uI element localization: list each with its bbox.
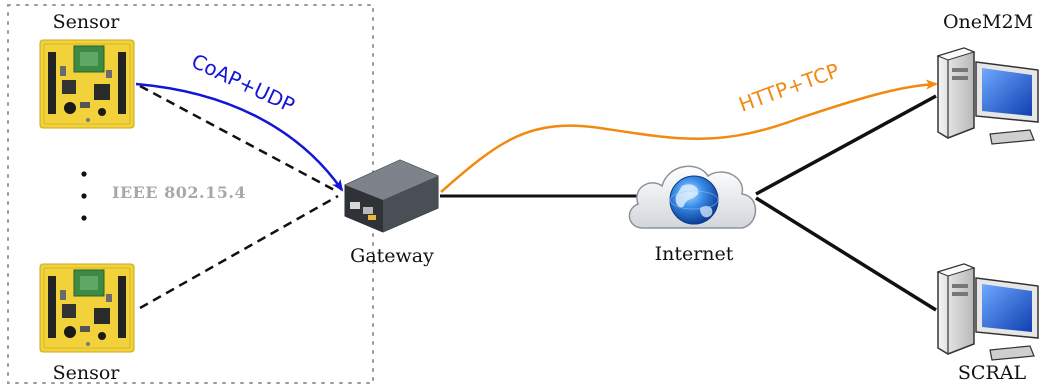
- coap-arrow: [135, 82, 344, 192]
- http-label: HTTP+TCP: [736, 58, 843, 116]
- http-arrow: [440, 79, 938, 193]
- server-computer-icon: [936, 47, 1039, 145]
- gateway-label: Gateway: [350, 245, 434, 267]
- internet-label: Internet: [655, 243, 734, 265]
- server-computer-icon: [936, 263, 1039, 361]
- ellipsis-dots: [81, 171, 87, 221]
- sensor-top-label: Sensor: [53, 11, 121, 33]
- sensor-board-icon: [39, 39, 135, 129]
- sensor-board-icon: [39, 263, 135, 353]
- sensor-top-dashed-link: [139, 84, 339, 194]
- onem2m-label: OneM2M: [943, 11, 1033, 33]
- sensor-bottom-label: Sensor: [53, 362, 121, 384]
- ieee-label: IEEE 802.15.4: [112, 183, 246, 202]
- sensor-bottom-dashed-link: [139, 194, 339, 310]
- internet-cloud-icon: [628, 165, 757, 229]
- internet-scral-link: [755, 196, 937, 312]
- gateway-device-icon: [344, 159, 439, 233]
- coap-label: CoAP+UDP: [188, 49, 299, 118]
- scral-label: SCRAL: [958, 362, 1027, 384]
- sensor-network-boundary: [7, 4, 374, 384]
- internet-onem2m-link: [755, 94, 937, 196]
